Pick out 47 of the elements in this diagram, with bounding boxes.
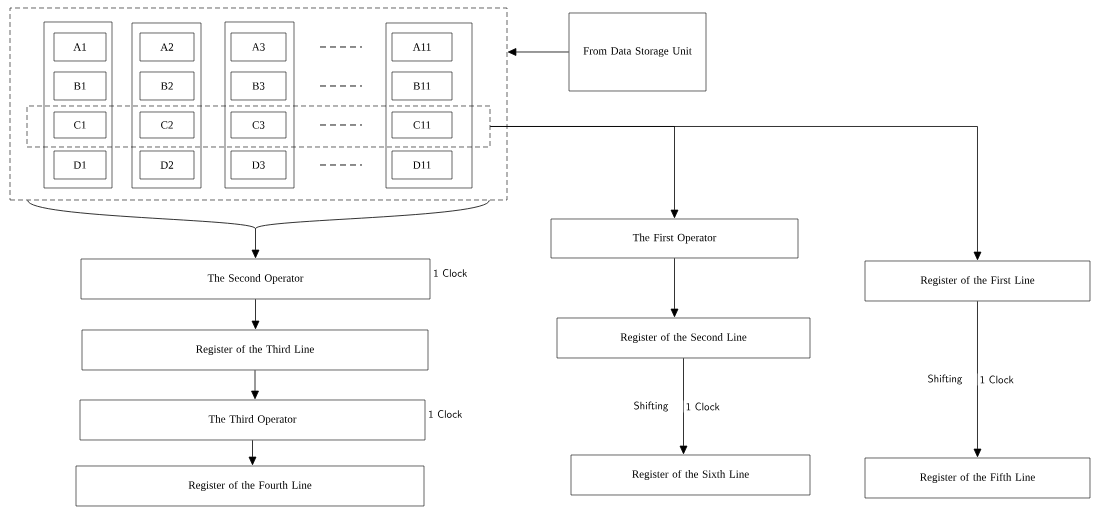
process-box: C1 bbox=[53, 111, 107, 139]
process-box: Register of the Sixth Line bbox=[570, 454, 811, 496]
arrow bbox=[670, 257, 679, 318]
register-cell: A1 bbox=[53, 32, 107, 62]
edge-label: 1 Clock bbox=[686, 402, 720, 411]
edge-note: Shifting bbox=[928, 374, 963, 385]
process-box: From Data Storage Unit bbox=[568, 12, 707, 92]
process-box: Register of the Third Line bbox=[81, 329, 429, 371]
process-box: C2 bbox=[139, 111, 195, 139]
arrow bbox=[251, 369, 259, 400]
process-box: The Second Operator bbox=[80, 258, 431, 300]
process-box: C3 bbox=[230, 111, 287, 139]
column-box bbox=[385, 22, 473, 189]
arrow bbox=[679, 357, 688, 455]
process-box: Register of the Fifth Line bbox=[864, 457, 1091, 499]
process-box: C11 bbox=[391, 111, 453, 139]
process-box: The Third Operator bbox=[79, 399, 426, 441]
column-box bbox=[43, 21, 113, 189]
register-cell: D1 bbox=[53, 150, 107, 180]
arrow bbox=[27, 199, 490, 259]
arrow bbox=[507, 48, 570, 56]
edge-label: 1 Clock bbox=[980, 375, 1014, 384]
dashed-group-box bbox=[26, 105, 491, 148]
clock-label: 1 Clock bbox=[429, 410, 463, 418]
clock-label: 1 Clock bbox=[434, 269, 468, 277]
process-box: Register of the Second Line bbox=[556, 317, 811, 359]
register-cell: A2 bbox=[139, 32, 195, 62]
column-box bbox=[224, 21, 295, 189]
register-cell: D3 bbox=[230, 150, 287, 180]
process-box: Register of the First Line bbox=[864, 260, 1091, 302]
edge-note: Shifting bbox=[634, 401, 669, 412]
column-box bbox=[131, 22, 202, 189]
register-cell: B11 bbox=[391, 71, 453, 101]
register-cell: B2 bbox=[139, 71, 195, 101]
arrow bbox=[248, 439, 257, 466]
register-cell: A3 bbox=[230, 32, 287, 62]
dashed-group-box bbox=[9, 7, 508, 201]
register-cell: B1 bbox=[53, 71, 107, 101]
register-cell: A11 bbox=[391, 32, 453, 62]
arrow bbox=[973, 300, 982, 458]
register-cell: D11 bbox=[391, 150, 453, 180]
process-box: Register of the Fourth Line bbox=[75, 465, 425, 507]
process-box: The First Operator bbox=[550, 218, 799, 259]
arrow bbox=[489, 126, 982, 261]
arrow bbox=[251, 298, 260, 330]
register-cell: B3 bbox=[230, 71, 287, 101]
register-cell: D2 bbox=[139, 150, 195, 180]
